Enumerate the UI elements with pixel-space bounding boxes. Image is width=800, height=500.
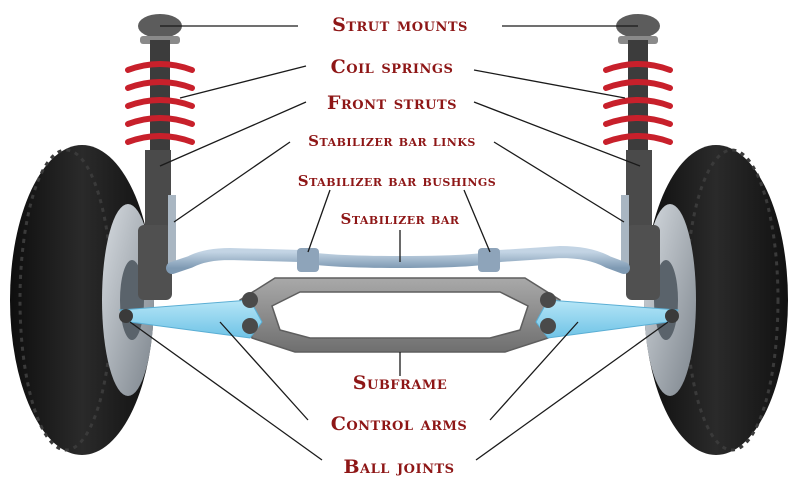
leader-ball-joint-left (129, 321, 323, 461)
right-stabilizer-bushing (478, 248, 500, 272)
label-strut-mounts: Strut mounts (332, 14, 468, 36)
left-stabilizer-link (168, 195, 176, 270)
leader-coil-spring-left (179, 65, 307, 99)
left-coil-spring (125, 61, 195, 145)
right-tire-tread (684, 148, 780, 452)
leader-front-strut-right (473, 101, 641, 167)
left-ball-joint (119, 309, 133, 323)
label-stabilizer-bar: Stabilizer bar (340, 210, 460, 228)
label-front-struts: Front struts (326, 92, 458, 114)
right-wheel (644, 145, 788, 455)
label-control-arms: Control arms (330, 413, 468, 435)
stabilizer-bar (166, 245, 630, 274)
left-knuckle (138, 225, 172, 300)
right-knuckle (626, 225, 660, 300)
right-coil-spring (603, 61, 673, 145)
leader-stab-bushing-right (463, 189, 491, 253)
label-stabilizer-bar-links: Stabilizer bar links (308, 132, 476, 150)
leader-control-arm-right (489, 321, 579, 421)
label-ball-joints: Ball joints (343, 456, 455, 478)
leader-stab-bushing-left (307, 189, 331, 253)
leader-stab-link-right (493, 141, 625, 223)
label-subframe: Subframe (352, 372, 448, 394)
right-strut-assembly (603, 14, 673, 300)
left-strut-body (145, 150, 171, 230)
subframe (239, 277, 561, 353)
right-ball-joint (665, 309, 679, 323)
leader-control-arm-left (219, 321, 309, 421)
leader-coil-spring-right (473, 69, 626, 99)
leader-front-strut-left (159, 101, 307, 167)
left-stabilizer-bushing (297, 248, 319, 272)
right-strut-body (626, 150, 652, 230)
leader-stab-link-left (173, 141, 291, 223)
leader-lines (129, 25, 669, 461)
left-wheel (10, 145, 154, 455)
left-strut-assembly (125, 14, 195, 300)
label-coil-springs: Coil springs (330, 56, 454, 78)
right-stabilizer-link (621, 195, 629, 270)
label-stabilizer-bar-bushings: Stabilizer bar bushings (297, 172, 497, 190)
leader-ball-joint-right (475, 321, 669, 461)
